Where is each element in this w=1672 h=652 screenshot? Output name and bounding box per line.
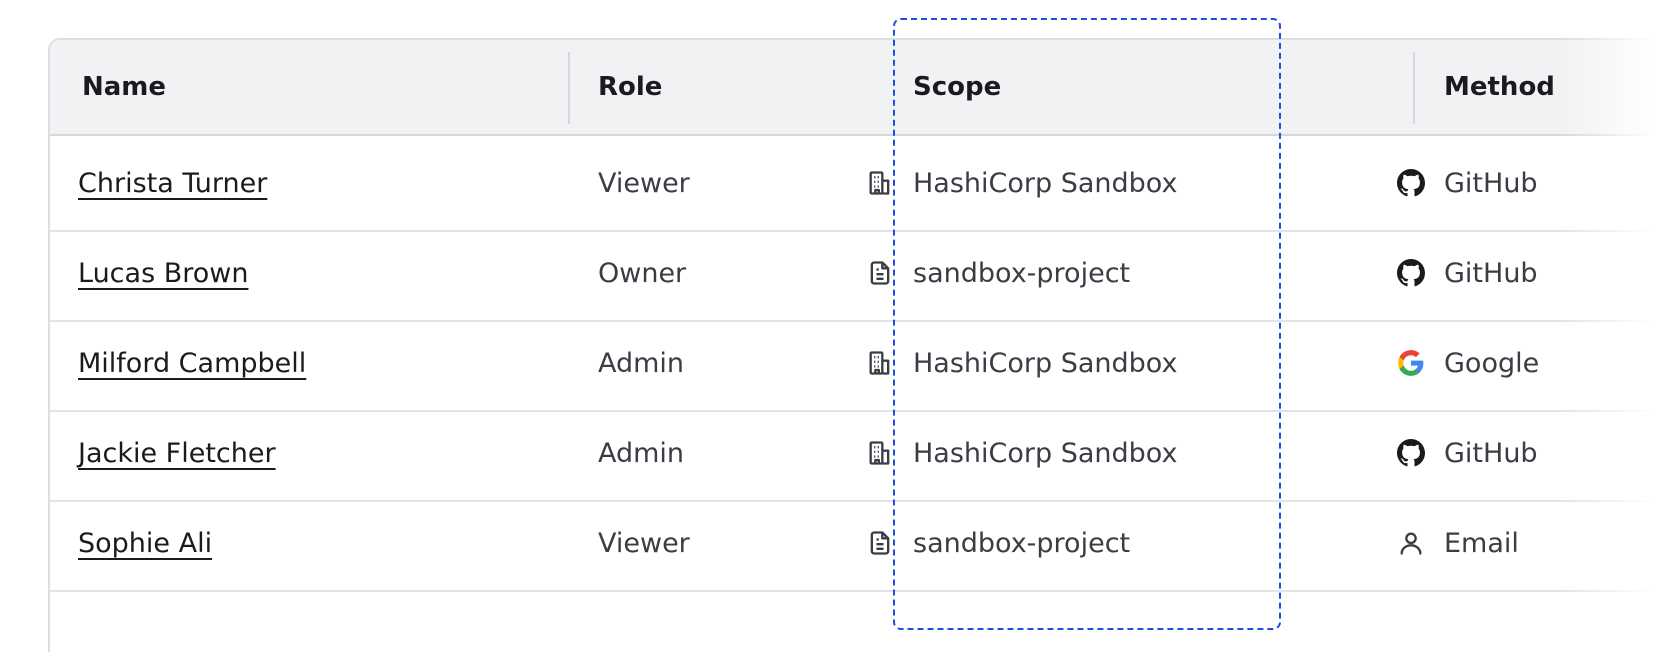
column-header-scope[interactable]: Scope [913, 72, 1002, 102]
column-header-method[interactable]: Method [1444, 72, 1555, 102]
building-icon [865, 348, 895, 378]
member-role: Owner [598, 257, 687, 289]
member-role: Viewer [598, 527, 690, 559]
github-icon [1396, 438, 1426, 468]
members-table: Name Role Scope Method Christa Turner Vi… [48, 38, 1672, 652]
scope-label: HashiCorp Sandbox [913, 347, 1178, 379]
google-icon [1396, 348, 1426, 378]
scope-label: sandbox-project [913, 257, 1131, 289]
column-header-name[interactable]: Name [82, 72, 167, 102]
scope-label: HashiCorp Sandbox [913, 437, 1178, 469]
table-row: Lucas Brown Owner sandbox-project GitHub [50, 226, 1672, 322]
user-icon [1396, 528, 1426, 558]
table-row: Christa Turner Viewer HashiCorp Sandbox … [50, 136, 1672, 232]
column-resize-divider[interactable] [1413, 52, 1415, 124]
member-name-link[interactable]: Christa Turner [78, 167, 268, 199]
method-label: GitHub [1444, 257, 1538, 289]
github-icon [1396, 258, 1426, 288]
method-label: GitHub [1444, 167, 1538, 199]
building-icon [865, 438, 895, 468]
member-name-link[interactable]: Sophie Ali [78, 527, 213, 559]
member-name-link[interactable]: Milford Campbell [78, 347, 307, 379]
table-row [50, 586, 1672, 652]
github-icon [1396, 168, 1426, 198]
member-role: Viewer [598, 167, 690, 199]
file-text-icon [865, 528, 895, 558]
file-text-icon [865, 258, 895, 288]
scope-label: sandbox-project [913, 527, 1131, 559]
member-role: Admin [598, 437, 685, 469]
method-label: GitHub [1444, 437, 1538, 469]
scope-label: HashiCorp Sandbox [913, 167, 1178, 199]
member-role: Admin [598, 347, 685, 379]
column-header-role[interactable]: Role [598, 72, 663, 102]
member-name-link[interactable]: Jackie Fletcher [78, 437, 276, 469]
method-label: Email [1444, 527, 1519, 559]
building-icon [865, 168, 895, 198]
member-name-link[interactable]: Lucas Brown [78, 257, 249, 289]
method-label: Google [1444, 347, 1540, 379]
table-row: Milford Campbell Admin HashiCorp Sandbox [50, 316, 1672, 412]
column-resize-divider[interactable] [568, 52, 570, 124]
table-row: Sophie Ali Viewer sandbox-project Email [50, 496, 1672, 592]
table-header-row: Name Role Scope Method [50, 40, 1672, 136]
table-row: Jackie Fletcher Admin HashiCorp Sandbox … [50, 406, 1672, 502]
